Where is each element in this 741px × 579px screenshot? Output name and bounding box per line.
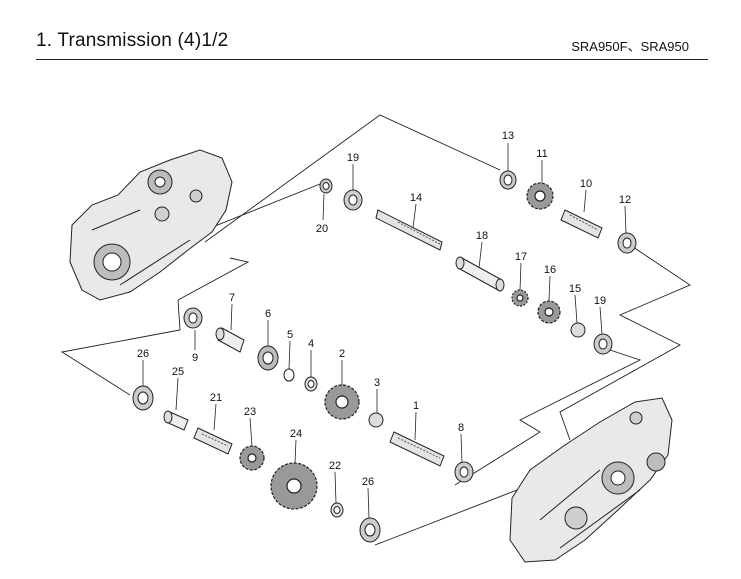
part-24-gear: [270, 462, 318, 510]
callout-20: 20: [316, 223, 328, 235]
part-4-ring: [304, 376, 318, 392]
part-26a-bearing: [132, 385, 154, 411]
right-transmission-case: [509, 397, 673, 563]
gear-parts: [239, 182, 561, 510]
left-transmission-case: [69, 149, 233, 301]
callout-10: 10: [580, 178, 592, 190]
part-5-ring: [283, 368, 295, 382]
part-6-bearing: [257, 345, 279, 371]
part-22-ring: [330, 502, 344, 518]
part-19a-bearing: [343, 189, 363, 211]
callout-13: 13: [502, 130, 514, 142]
callout-26-upper: 26: [137, 348, 149, 360]
part-12-bearing: [617, 232, 637, 254]
header-divider: [36, 59, 708, 60]
part-13-bearing: [499, 170, 517, 190]
leader-lines: [142, 143, 627, 519]
part-16-gear: [537, 300, 561, 324]
callout-23: 23: [244, 406, 256, 418]
part-25-sleeve: [163, 410, 189, 431]
callout-16: 16: [544, 264, 556, 276]
callout-26-lower: 26: [362, 476, 374, 488]
part-23-gear: [239, 445, 265, 471]
callout-6: 6: [265, 308, 271, 320]
callout-3: 3: [374, 377, 380, 389]
bearing-parts: [132, 170, 637, 543]
part-17-gear: [511, 289, 529, 307]
part-20-ring: [319, 178, 333, 194]
callout-labels: 13 11 10 12 19 20 14 18 17 16 15 19 7 9 …: [137, 130, 631, 488]
sleeve-parts: [163, 256, 586, 431]
callout-25: 25: [172, 366, 184, 378]
callout-22: 22: [329, 460, 341, 472]
callout-21: 21: [210, 392, 222, 404]
callout-17: 17: [515, 251, 527, 263]
callout-8: 8: [458, 422, 464, 434]
part-3-collar: [368, 412, 384, 428]
part-2-gear: [324, 384, 360, 420]
model-label: SRA950F、SRA950: [571, 39, 689, 54]
callout-14: 14: [410, 192, 422, 204]
callout-11: 11: [536, 148, 547, 160]
callout-7: 7: [229, 292, 235, 304]
callout-15: 15: [569, 283, 581, 295]
callout-9: 9: [192, 352, 198, 364]
callout-19-upper: 19: [347, 152, 359, 164]
callout-18: 18: [476, 230, 488, 242]
part-26b-bearing: [359, 517, 381, 543]
part-8-bearing: [454, 461, 474, 483]
assembly-path-lines: [60, 114, 691, 546]
callout-4: 4: [308, 338, 314, 350]
part-19b-bearing: [593, 333, 613, 355]
callout-2: 2: [339, 348, 345, 360]
callout-19-lower: 19: [594, 295, 606, 307]
part-11-gear: [526, 182, 554, 210]
callout-1: 1: [413, 400, 419, 412]
callout-12: 12: [619, 194, 631, 206]
part-15-collar: [570, 322, 586, 338]
part-10-shaft: [560, 209, 603, 239]
part-18-sleeve: [455, 256, 505, 292]
part-9-bearing: [183, 307, 203, 329]
callout-24: 24: [290, 428, 302, 440]
shaft-parts: [193, 209, 603, 467]
part-21-shaft: [193, 427, 233, 455]
part-1-shaft: [389, 431, 445, 467]
part-14-shaft: [375, 209, 443, 251]
part-7-sleeve: [215, 327, 245, 353]
page-title: 1. Transmission (4)1/2: [36, 30, 229, 51]
callout-5: 5: [287, 329, 293, 341]
